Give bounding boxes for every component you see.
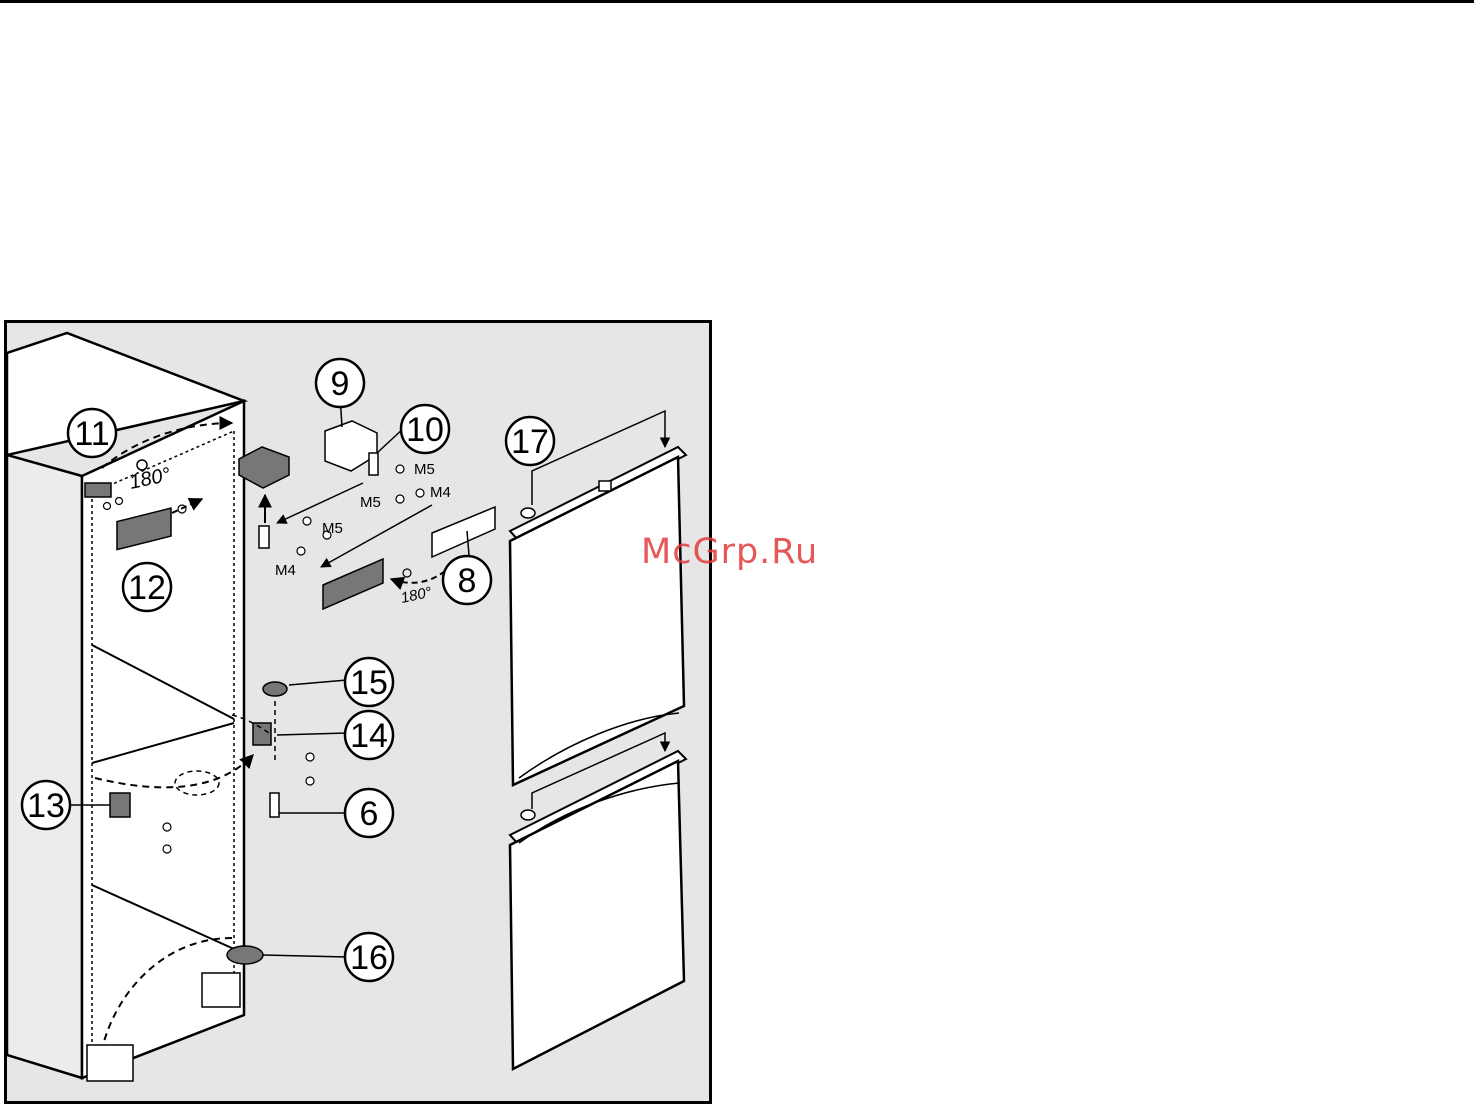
rotate-arc-8 bbox=[391, 571, 445, 583]
door-lower bbox=[510, 751, 686, 1069]
assembly-diagram: 180° M5 M5 M4 M5 M4 180° bbox=[7, 323, 709, 1101]
screws-14 bbox=[306, 753, 314, 785]
angle-label-bracket: 180° bbox=[399, 584, 433, 607]
callout-17: 17 bbox=[511, 423, 549, 461]
door-upper bbox=[510, 447, 686, 785]
callout-14: 14 bbox=[350, 717, 388, 755]
callout-9: 9 bbox=[331, 365, 350, 403]
callout-10: 10 bbox=[406, 411, 444, 449]
bottom-hinge-left bbox=[87, 1045, 133, 1081]
callout-13: 13 bbox=[27, 787, 65, 825]
cabinet-left-side bbox=[7, 455, 82, 1078]
part-8-plate-lower bbox=[323, 559, 383, 609]
part-14-hinge bbox=[253, 723, 271, 745]
part-13-hinge bbox=[110, 793, 130, 817]
rotate-8-icon bbox=[403, 569, 411, 577]
top-rule bbox=[0, 0, 1474, 3]
part-6-pin bbox=[270, 793, 279, 817]
leader-15 bbox=[289, 680, 347, 685]
screw-label-m5-a: M5 bbox=[414, 461, 435, 478]
leader-16 bbox=[263, 955, 347, 957]
screw-label-m5-b: M5 bbox=[360, 494, 381, 511]
screw-label-m5-c: M5 bbox=[322, 520, 343, 537]
bottom-hinge-right bbox=[202, 973, 240, 1007]
callout-15: 15 bbox=[350, 664, 388, 702]
diagram-frame: 180° M5 M5 M4 M5 M4 180° bbox=[4, 320, 712, 1104]
watermark: McGrp.Ru bbox=[641, 532, 818, 572]
part-16-hinge bbox=[227, 946, 263, 964]
part-8-plate-upper bbox=[432, 507, 495, 557]
callout-12: 12 bbox=[128, 569, 166, 607]
top-hinge-block bbox=[239, 447, 289, 488]
arrow-10 bbox=[277, 483, 363, 523]
part-15-cap bbox=[263, 682, 287, 696]
callout-16: 16 bbox=[350, 939, 388, 977]
callout-11: 11 bbox=[74, 415, 109, 453]
part-11-block bbox=[85, 483, 111, 497]
leader-14 bbox=[277, 733, 347, 735]
screw-label-m4-a: M4 bbox=[430, 484, 451, 501]
hinge-pin-top bbox=[259, 526, 269, 548]
part-10-bolt bbox=[369, 453, 378, 475]
screw-label-m4-b: M4 bbox=[275, 562, 296, 579]
callout-6: 6 bbox=[360, 795, 379, 833]
callout-8: 8 bbox=[458, 562, 477, 600]
